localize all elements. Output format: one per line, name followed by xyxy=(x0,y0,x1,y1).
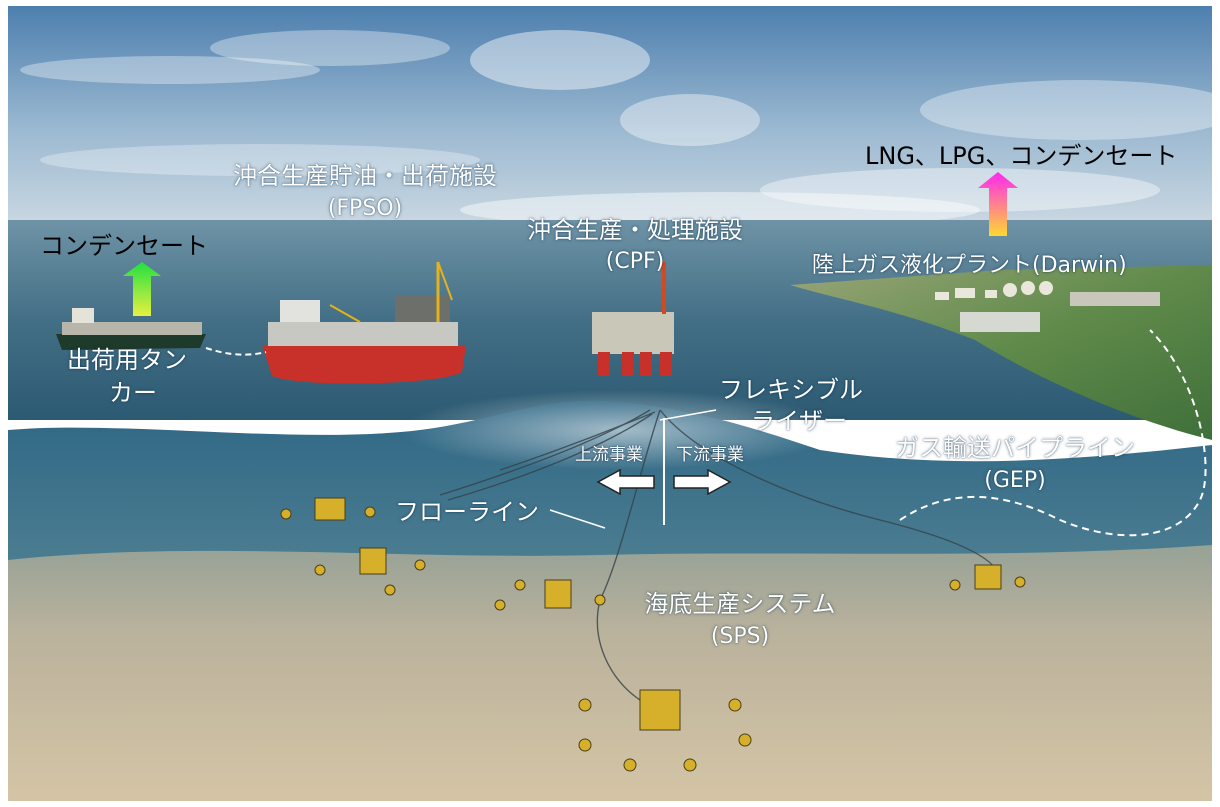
cpf-platform xyxy=(592,262,674,376)
cpf-label: 沖合生産・処理施設 xyxy=(527,216,743,244)
condensate-arrow xyxy=(123,262,161,316)
gep-abbr-label: (GEP) xyxy=(984,468,1046,493)
darwin-plant-label: 陸上ガス液化プラント(Darwin) xyxy=(812,253,1127,278)
sps-abbr-label: (SPS) xyxy=(710,624,770,649)
fpso-vessel xyxy=(262,261,466,384)
shuttle-tanker xyxy=(56,308,206,350)
cpf-abbr-label: (CPF) xyxy=(605,249,665,274)
tanker-hose xyxy=(205,347,267,356)
tanker-label-line2: カー xyxy=(109,379,157,407)
clouds xyxy=(20,30,1220,228)
subsea-cluster-5 xyxy=(578,689,752,772)
condensate-label: コンデンセート xyxy=(40,232,208,260)
subsea-cluster-4 xyxy=(949,564,1026,591)
sky xyxy=(8,6,1212,236)
fpso-label: 沖合生産貯油・出荷施設 xyxy=(233,162,497,190)
downstream-arrow xyxy=(673,468,732,496)
gep-label: ガス輸送パイプライン xyxy=(895,434,1135,462)
subsea-cluster-3 xyxy=(494,579,606,611)
riser-pointer xyxy=(659,409,717,421)
lng-plant xyxy=(935,281,1160,332)
products-arrow xyxy=(978,172,1018,236)
riser-label-line2: ライザー xyxy=(751,407,847,435)
tanker-label-line1: 出荷用タン xyxy=(67,346,187,374)
sps-label: 海底生産システム xyxy=(644,590,836,618)
upstream-arrow xyxy=(596,468,655,496)
upstream-label: 上流事業 xyxy=(575,445,643,465)
gep-pipeline-onshore xyxy=(899,329,1207,537)
fpso-abbr-label: (FPSO) xyxy=(327,196,403,221)
flowline-pointer xyxy=(549,509,606,529)
products-label: LNG、LPG、コンデンセート xyxy=(865,142,1178,170)
downstream-label: 下流事業 xyxy=(676,445,744,465)
subsea-cluster-2 xyxy=(314,547,426,596)
seabed xyxy=(8,545,1212,801)
riser-label-line1: フレキシブル xyxy=(719,376,863,404)
flowline-label: フローライン xyxy=(395,498,539,526)
coast-land xyxy=(790,265,1212,440)
flowlines xyxy=(439,409,1001,701)
subsea-cluster-1 xyxy=(280,497,376,521)
